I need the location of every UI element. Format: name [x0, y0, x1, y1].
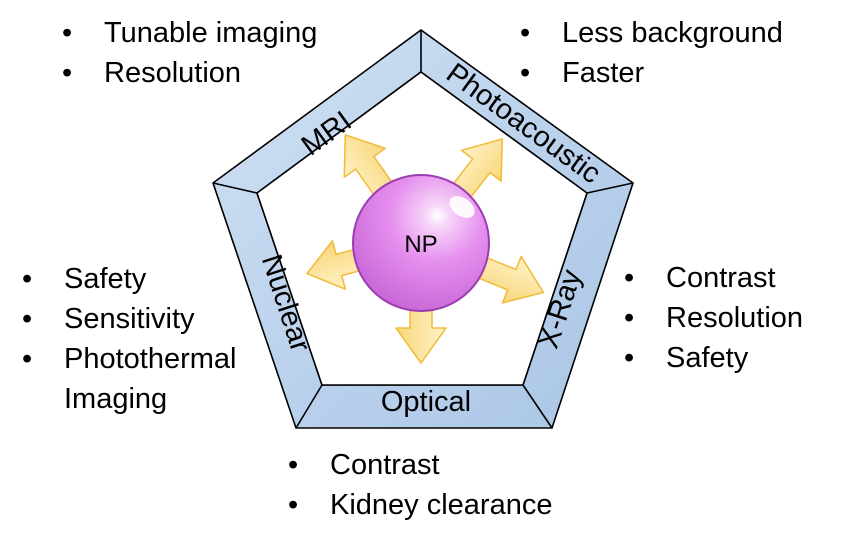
- list-item: Sensitivity: [22, 299, 237, 339]
- list-left: Safety Sensitivity Photothermal Imaging: [22, 259, 237, 419]
- list-item: Resolution: [624, 298, 803, 338]
- sphere-highlight: [449, 196, 475, 218]
- list-item: Contrast: [624, 258, 803, 298]
- list-top-left: Tunable imaging Resolution: [62, 13, 317, 93]
- list-item-continuation: Imaging: [64, 383, 168, 415]
- pentagon-bevels: [212, 30, 634, 429]
- list-item: Safety: [22, 259, 237, 299]
- list-item: Resolution: [62, 53, 317, 93]
- list-item: Tunable imaging: [62, 13, 317, 53]
- list-right: Contrast Resolution Safety: [624, 258, 803, 378]
- list-item: Photothermal: [22, 339, 237, 379]
- list-item: Faster: [520, 53, 783, 93]
- np-label: NP: [404, 231, 437, 258]
- list-item: Less background: [520, 13, 783, 53]
- list-item: Contrast: [288, 445, 552, 485]
- list-item: Safety: [624, 338, 803, 378]
- list-item: Kidney clearance: [288, 485, 552, 525]
- list-top-right: Less background Faster: [520, 13, 783, 93]
- modality-optical: Optical: [381, 386, 471, 418]
- list-bottom: Contrast Kidney clearance: [288, 445, 552, 525]
- arrow-group: [306, 134, 545, 364]
